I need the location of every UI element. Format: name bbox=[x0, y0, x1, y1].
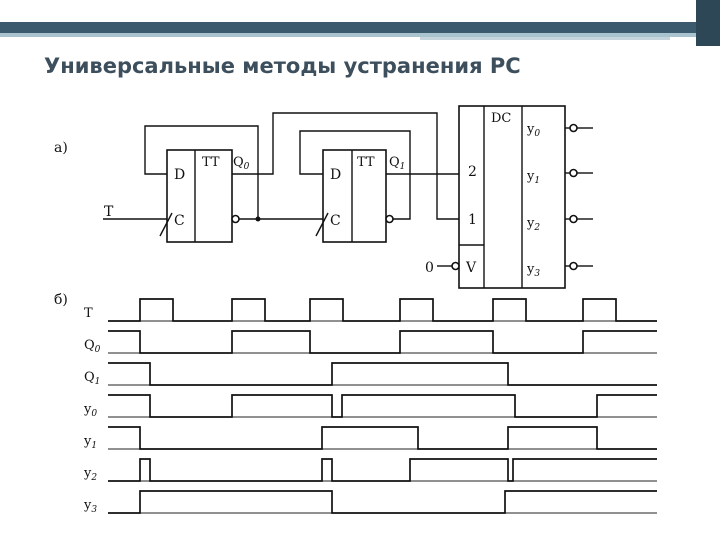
decoder-output-3-bubble bbox=[569, 261, 578, 271]
flipflop-0-body bbox=[166, 149, 233, 243]
decoder-dc: DC 2 1 V y0 y1 y2 y3 bbox=[458, 105, 593, 289]
signal-row-y0: y0 bbox=[83, 394, 657, 419]
flipflop-0-inverted-output-bubble bbox=[231, 214, 240, 224]
slide-title: Универсальные методы устранения РС bbox=[44, 54, 521, 78]
flipflop-1-c-label: C bbox=[330, 213, 341, 229]
signal-label-y0: y0 bbox=[83, 402, 97, 419]
signal-waveform-y2 bbox=[108, 458, 657, 482]
part-b-label: б) bbox=[54, 292, 68, 308]
decoder-enable-bubble bbox=[451, 261, 460, 271]
flipflop-0-d-label: D bbox=[174, 167, 185, 183]
decoder-v-label: V bbox=[465, 260, 477, 276]
circuit-diagram: а) D C TT Q0 D C TT Q1 DC 2 bbox=[54, 105, 593, 289]
flipflop-0-type-label: TT bbox=[202, 155, 220, 170]
flipflop-1-inverted-output-bubble bbox=[385, 214, 394, 224]
wire-ff1-feedback-loop bbox=[299, 130, 411, 220]
flipflop-1: D C TT Q1 bbox=[315, 149, 405, 243]
header-band-light bbox=[0, 33, 720, 37]
header-band-dark bbox=[0, 22, 720, 33]
header-band-white bbox=[0, 0, 720, 22]
decoder-type-label: DC bbox=[491, 111, 511, 126]
signal-waveform-y1 bbox=[108, 426, 657, 450]
decoder-body bbox=[458, 105, 566, 289]
circuit-wires: T 0 bbox=[103, 112, 460, 276]
input-zero-label: 0 bbox=[425, 260, 434, 276]
decoder-output-1-bubble bbox=[569, 168, 578, 178]
decoder-output-0-bubble bbox=[569, 123, 578, 133]
header-accent-line bbox=[420, 37, 670, 40]
signal-row-t: T bbox=[84, 298, 657, 322]
decoder-input-1-label: 1 bbox=[468, 212, 477, 228]
signal-row-y3: y3 bbox=[83, 490, 657, 515]
signal-row-y2: y2 bbox=[83, 458, 657, 483]
signal-label-y2: y2 bbox=[83, 466, 97, 483]
wire-ff0-feedback-loop bbox=[144, 125, 259, 219]
flipflop-0: D C TT Q0 bbox=[159, 149, 250, 243]
header-corner-block bbox=[696, 0, 720, 46]
decoder-output-2-bubble bbox=[569, 214, 578, 224]
wire-q0-to-decoder-input-1 bbox=[232, 112, 459, 220]
input-t-label: T bbox=[104, 204, 114, 220]
signal-row-q1: Q1 bbox=[84, 362, 657, 387]
flipflop-0-c-label: C bbox=[174, 213, 185, 229]
signal-waveform-t bbox=[108, 298, 657, 322]
signal-waveform-y3 bbox=[108, 490, 657, 514]
decoder-input-2-label: 2 bbox=[468, 164, 477, 180]
signal-label-y1: y1 bbox=[83, 434, 97, 451]
decoder-output-y0-label: y0 bbox=[526, 122, 540, 139]
flipflop-0-clock-mark bbox=[159, 212, 173, 237]
header-band bbox=[0, 0, 720, 46]
part-a-label: а) bbox=[54, 140, 68, 156]
signal-row-q0: Q0 bbox=[84, 330, 657, 355]
signal-row-y1: y1 bbox=[83, 426, 657, 451]
decoder-output-y1-label: y1 bbox=[526, 169, 540, 186]
flipflop-0-q-label: Q0 bbox=[233, 155, 250, 172]
flipflop-1-clock-mark bbox=[315, 212, 329, 237]
signal-label-t: T bbox=[84, 306, 93, 321]
signal-label-q1: Q1 bbox=[84, 370, 100, 387]
flipflop-1-q-label: Q1 bbox=[389, 155, 405, 172]
signal-label-q0: Q0 bbox=[84, 338, 101, 355]
signal-label-y3: y3 bbox=[83, 498, 97, 515]
flipflop-1-d-label: D bbox=[330, 167, 341, 183]
decoder-output-y3-label: y3 bbox=[526, 262, 540, 279]
signal-waveform-q0 bbox=[108, 330, 657, 354]
decoder-output-y2-label: y2 bbox=[526, 216, 540, 233]
signal-waveform-q1 bbox=[108, 362, 657, 386]
flipflop-1-type-label: TT bbox=[357, 155, 375, 170]
signal-waveform-y0 bbox=[108, 394, 657, 418]
flipflop-1-body bbox=[322, 149, 387, 243]
